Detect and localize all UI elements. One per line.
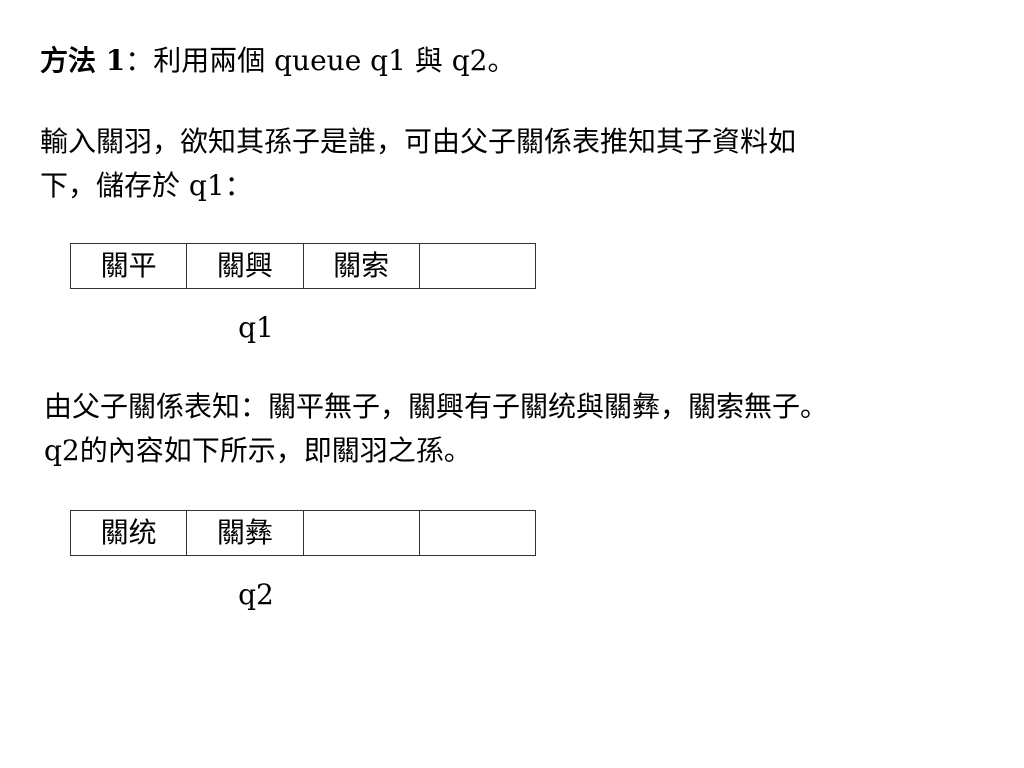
queue-q1-cell-3: 關索	[304, 244, 420, 288]
paragraph-2-line-2: q2的內容如下所示，即關羽之孫。	[44, 434, 472, 467]
queue-q1: 關平 關興 關索	[70, 243, 536, 289]
paragraph-1-line-1: 輸入關羽，欲知其孫子是誰，可由父子關係表推知其子資料如	[40, 125, 797, 158]
queue-q2-cell-4	[420, 511, 535, 555]
queue-q2-label: q2	[238, 578, 274, 611]
paragraph-1-line-2: 下，儲存於 q1：	[40, 169, 253, 202]
queue-q2: 關统 關彝	[70, 510, 536, 556]
queue-q1-cell-1: 關平	[71, 244, 188, 288]
paragraph-2-line-1: 由父子關係表知：關平無子，關興有子關统與關彝，關索無子。	[44, 390, 829, 423]
queue-q2-cell-2: 關彝	[187, 511, 304, 555]
queue-q1-cell-4	[420, 244, 535, 288]
queue-q2-cell-3	[304, 511, 420, 555]
queue-q1-cell-2: 關興	[187, 244, 304, 288]
method-description: ：利用兩個 queue q1 與 q2。	[125, 44, 516, 77]
queue-q2-cell-1: 關统	[71, 511, 188, 555]
queue-q1-label: q1	[238, 311, 274, 344]
method-label: 方法 1	[40, 44, 126, 77]
method-heading: 方法 1：利用兩個 queue q1 與 q2。	[40, 44, 515, 78]
